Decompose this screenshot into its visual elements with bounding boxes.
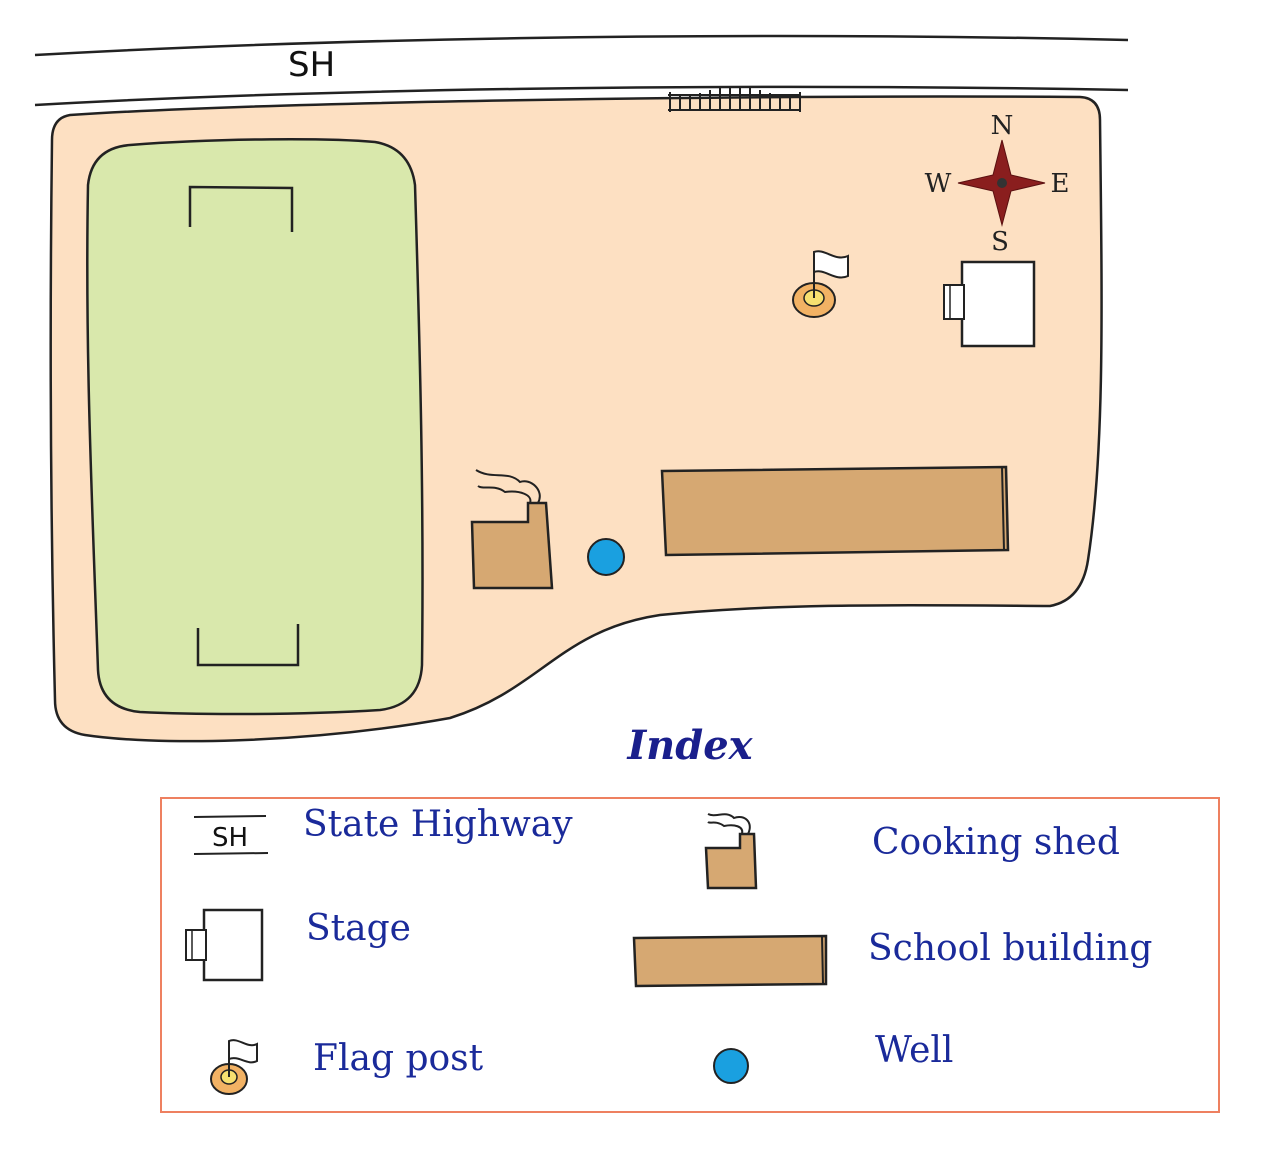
legend-highway-symbol-label: SH — [212, 823, 248, 853]
well-icon — [713, 1048, 749, 1084]
highway-label: SH — [288, 45, 335, 85]
legend-title: Index — [627, 722, 753, 769]
goal-post-south — [196, 624, 300, 667]
legend-label-well: Well — [875, 1030, 954, 1071]
flag-post-icon — [792, 250, 849, 318]
state-highway: SH — [34, 34, 1129, 107]
compass-west-label: W — [925, 169, 952, 199]
stage-icon — [185, 908, 264, 982]
legend-label-flag-post: Flag post — [313, 1038, 484, 1079]
flag-post-icon — [210, 1039, 258, 1095]
legend-label-cooking-shed: Cooking shed — [872, 822, 1120, 863]
legend-box — [160, 797, 1220, 1113]
well-icon — [587, 538, 625, 576]
compass-east-label: E — [1051, 169, 1070, 199]
stage-icon — [943, 260, 1036, 348]
legend-label-school-building: School building — [868, 928, 1153, 969]
school-building-icon — [632, 934, 828, 988]
goal-post-north — [188, 185, 294, 232]
legend-label-state-highway: State Highway — [303, 804, 573, 845]
cooking-shed-icon — [704, 813, 758, 890]
legend-label-stage: Stage — [306, 908, 411, 949]
compass-south-label: S — [991, 227, 1009, 257]
school-building-icon — [660, 465, 1010, 557]
cooking-shed-icon — [470, 469, 554, 590]
compass-north-label: N — [991, 111, 1014, 141]
state-highway-icon: SH — [193, 815, 269, 855]
compass-rose-icon: N S E W — [925, 111, 1070, 257]
playground — [86, 138, 424, 716]
gate-icon — [668, 87, 801, 112]
